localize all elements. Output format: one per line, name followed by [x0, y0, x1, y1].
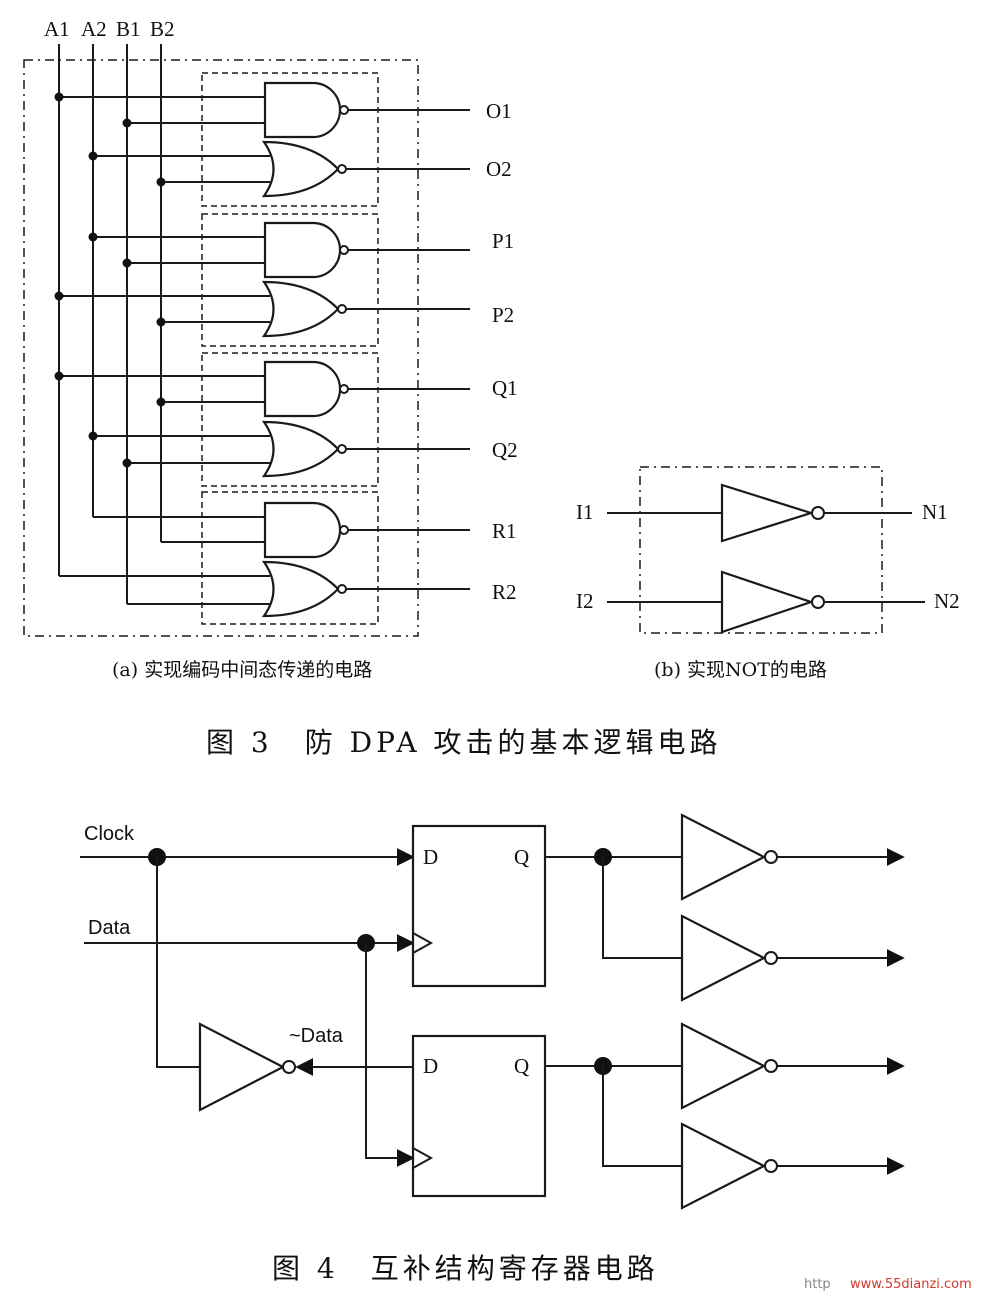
- not-gate-n1: [720, 483, 815, 543]
- junction-dot: [122, 458, 132, 468]
- junction-dot: [88, 431, 98, 441]
- figure-3-title: 图 3 防 DPA 攻击的基本逻辑电路: [206, 726, 721, 759]
- wire-q2-to-inv4: [602, 1066, 682, 1167]
- figure-4-title: 图 4 互补结构寄存器电路: [272, 1252, 659, 1285]
- inversion-bubble: [811, 506, 825, 520]
- gate-group-r: [201, 491, 379, 625]
- inversion-bubble: [764, 850, 778, 864]
- input-label-a1: A1: [44, 17, 70, 41]
- nor-gate-q2: [261, 420, 340, 478]
- nand-gate-o1: [263, 81, 342, 139]
- junction-dot: [54, 92, 64, 102]
- fig4-circuit: Clock Data ~Data D Q D Q: [80, 813, 905, 1210]
- output-label-p2: P2: [492, 303, 514, 327]
- input-label-a2: A2: [81, 17, 107, 41]
- nand-gate-p1: [263, 221, 342, 279]
- not-input-label-i1: I1: [576, 500, 594, 524]
- output-inverter-4: [680, 1122, 767, 1210]
- not-output-label-n1: N1: [922, 500, 948, 524]
- inversion-bubble: [339, 525, 349, 535]
- data-label: Data: [88, 917, 131, 939]
- gate-group-o: [201, 72, 379, 207]
- caption-a: (a) 实现编码中间态传递的电路: [112, 659, 372, 681]
- junction-dot: [88, 151, 98, 161]
- wire-data-to-clk2: [365, 943, 415, 1167]
- input-label-b1: B1: [116, 17, 141, 41]
- nand-gate-q1: [263, 360, 342, 418]
- output-label-o2: O2: [486, 157, 512, 181]
- inversion-bubble: [282, 1060, 296, 1074]
- inversion-bubble: [811, 595, 825, 609]
- ndata-label: ~Data: [289, 1025, 344, 1047]
- junction-dot: [156, 317, 166, 327]
- inversion-bubble: [764, 1059, 778, 1073]
- ff-lower-clock-triangle: [412, 1147, 434, 1169]
- inversion-bubble: [764, 1159, 778, 1173]
- nand-gate-r1: [263, 501, 342, 559]
- output-label-o1: O1: [486, 99, 512, 123]
- output-inverter-2: [680, 914, 767, 1002]
- ff-upper-q-label: Q: [514, 845, 529, 869]
- fig3a-circuit: A1 A2 B1 B2: [23, 17, 518, 681]
- inversion-bubble: [339, 245, 349, 255]
- wire-q1-to-inv2: [602, 857, 682, 959]
- inversion-bubble: [337, 164, 347, 174]
- output-label-p1: P1: [492, 229, 514, 253]
- junction-dot: [156, 397, 166, 407]
- junction-dot: [156, 177, 166, 187]
- ff-upper-clock-triangle: [412, 932, 434, 954]
- caption-b: (b) 实现NOT的电路: [654, 659, 827, 681]
- clock-label: Clock: [84, 823, 135, 845]
- fig3b-circuit: I1 N1 I2 N2 (b) 实现NOT的电路: [576, 466, 960, 681]
- wire-clock-to-inverter: [156, 857, 200, 1068]
- not-output-label-n2: N2: [934, 589, 960, 613]
- inversion-bubble: [339, 384, 349, 394]
- output-inverter-3: [680, 1022, 767, 1110]
- nor-gate-o2: [261, 140, 340, 198]
- not-input-label-i2: I2: [576, 589, 594, 613]
- input-label-b2: B2: [150, 17, 175, 41]
- inversion-bubble: [764, 951, 778, 965]
- fig3a-boundary: [23, 59, 419, 637]
- junction-dot: [54, 291, 64, 301]
- output-label-r1: R1: [492, 519, 517, 543]
- d-flip-flop-upper: [411, 824, 547, 988]
- output-label-q1: Q1: [492, 376, 518, 400]
- ff-lower-d-label: D: [423, 1054, 438, 1078]
- inversion-bubble: [337, 304, 347, 314]
- ff-upper-d-label: D: [423, 845, 438, 869]
- watermark-prefix: http: [804, 1277, 831, 1292]
- output-label-r2: R2: [492, 580, 517, 604]
- fig3b-boundary: [639, 466, 883, 634]
- nor-gate-r2: [261, 560, 340, 618]
- junction-dot: [88, 232, 98, 242]
- output-label-q2: Q2: [492, 438, 518, 462]
- junction-dot: [122, 258, 132, 268]
- junction-dot: [122, 118, 132, 128]
- gate-group-q: [201, 352, 379, 487]
- gate-group-p: [201, 213, 379, 347]
- nor-gate-p2: [261, 280, 340, 338]
- inversion-bubble: [339, 105, 349, 115]
- output-inverter-1: [680, 813, 767, 901]
- d-flip-flop-lower: [411, 1034, 547, 1198]
- inversion-bubble: [337, 444, 347, 454]
- ff-lower-q-label: Q: [514, 1054, 529, 1078]
- inverter-gate-clock: [198, 1022, 286, 1112]
- inversion-bubble: [337, 584, 347, 594]
- watermark-site: www.55dianzi.com: [850, 1277, 972, 1292]
- not-gate-n2: [720, 570, 815, 634]
- junction-dot: [54, 371, 64, 381]
